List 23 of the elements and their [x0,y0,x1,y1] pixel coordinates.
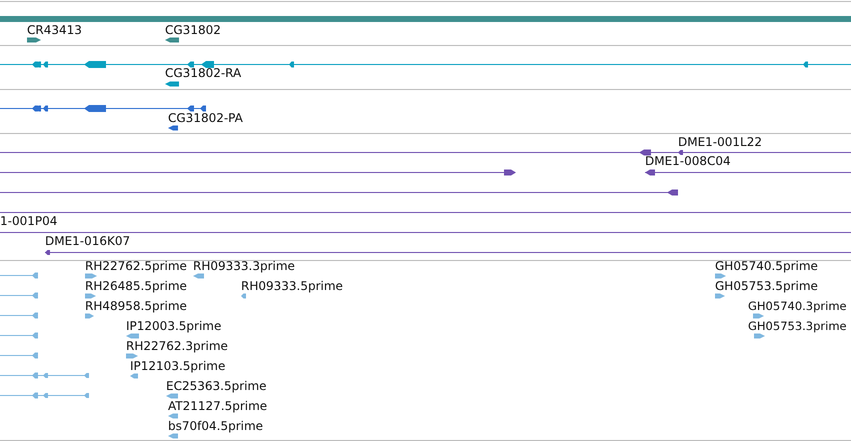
feature-label: GH05740.3prime [748,299,847,313]
feature-label: EC25363.5prime [166,379,267,393]
feature-label: DME1-016K07 [45,234,130,248]
feature-label: RH26485.5prime [85,279,187,293]
feature-label: RH22762.3prime [126,339,228,353]
feature-label: IP12003.5prime [126,319,222,333]
feature-label: CG31802-RA [165,66,242,80]
feature-label: CG31802-PA [168,111,243,125]
feature-label: bs70f04.5prime [168,419,264,433]
feature-label: GH05753.5prime [715,279,818,293]
feature-label: DME1-008C04 [645,154,731,168]
feature-label: 1-001P04 [0,214,58,228]
feature-label: RH48958.5prime [85,299,187,313]
feature-label: DME1-001L22 [678,135,762,149]
feature-label: CG31802 [165,23,221,37]
feature-label: AT21127.5prime [168,399,268,413]
feature-label: IP12103.5prime [130,359,226,373]
feature-label: RH09333.5prime [241,279,343,293]
feature-label: RH09333.3prime [193,259,295,273]
feature-label: GH05753.3prime [748,319,847,333]
feature-label: GH05740.5prime [715,259,818,273]
feature-label: CR43413 [27,23,82,37]
feature-label: RH22762.5prime [85,259,187,273]
